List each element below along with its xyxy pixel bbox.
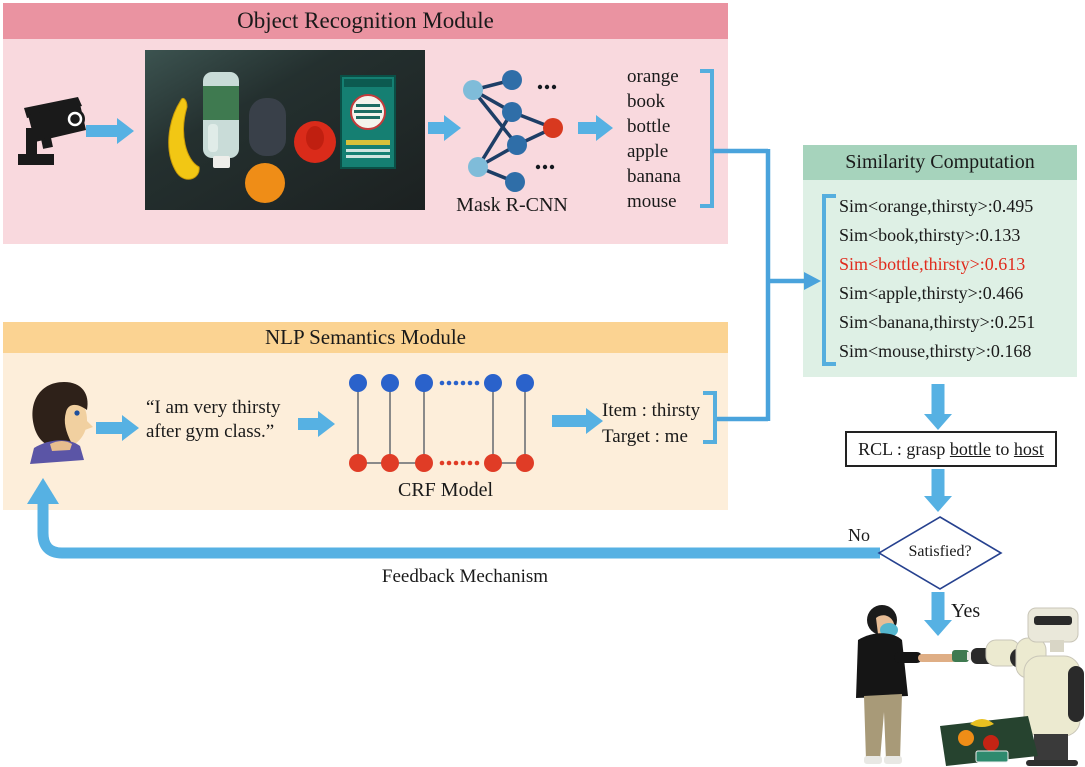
detected-object: banana	[627, 166, 681, 187]
feedback-mechanism-label: Feedback Mechanism	[381, 566, 549, 587]
water-bottle	[203, 72, 239, 168]
rcl-target: host	[1013, 439, 1044, 459]
similarity-row: Sim<banana,thirsty>:0.251	[839, 312, 1036, 332]
crf-observation-nodes	[349, 454, 534, 472]
detected-object: book	[627, 91, 665, 112]
objects-photo	[145, 50, 425, 210]
nlp-output-target: Target : me	[602, 426, 688, 447]
arrow-similarity-to-rcl	[924, 384, 952, 430]
orange	[245, 163, 285, 203]
detected-object: bottle	[627, 116, 671, 137]
utterance-line1: “I am very thirsty	[146, 397, 281, 418]
person-in-photo	[856, 605, 972, 764]
robot-in-photo	[971, 607, 1084, 766]
similarity-computation-box: Similarity Computation	[803, 145, 1077, 377]
decision-yes-label: Yes	[951, 600, 981, 622]
crf-label-nodes	[349, 374, 534, 392]
mask-rcnn-label: Mask R-CNN	[456, 194, 568, 216]
detected-object: orange	[627, 66, 679, 87]
similarity-row-highlighted: Sim<bottle,thirsty>:0.613	[839, 254, 1026, 274]
object-recognition-title: Object Recognition Module	[3, 3, 728, 39]
nlp-semantics-module: NLP Semantics Module	[3, 322, 728, 510]
ellipsis-dots	[535, 84, 557, 170]
similarity-list: Sim<orange,thirsty>:0.495 Sim<book,thirs…	[839, 192, 1035, 366]
similarity-row: Sim<mouse,thirsty>:0.168	[839, 341, 1032, 361]
apple	[294, 121, 336, 163]
decision-question: Satisfied?	[908, 543, 972, 560]
similarity-row: Sim<book,thirsty>:0.133	[839, 225, 1021, 245]
handover-photo	[828, 596, 1085, 767]
nlp-output-item: Item : thirsty	[602, 400, 701, 421]
camera-icon	[12, 88, 92, 177]
crf-model-label: CRF Model	[397, 479, 494, 501]
rcl-object: bottle	[949, 439, 991, 459]
banana	[168, 97, 200, 180]
person-icon	[16, 374, 98, 479]
crf-graph-icon	[335, 363, 570, 493]
detected-object: apple	[627, 141, 669, 162]
bottle-in-hand	[952, 650, 972, 662]
nlp-output: Item : thirsty Target : me	[602, 398, 700, 450]
detected-object: mouse	[627, 191, 677, 212]
detected-object-list: orange book bottle apple banana mouse	[627, 64, 681, 214]
decision-no-label: No	[848, 525, 870, 545]
similarity-row: Sim<orange,thirsty>:0.495	[839, 196, 1034, 216]
crf-edges	[357, 383, 526, 464]
table-in-photo	[940, 716, 1038, 766]
arrow-rcl-to-decision	[924, 469, 952, 512]
similarity-title: Similarity Computation	[803, 145, 1077, 180]
utterance-line2: after gym class.”	[146, 421, 275, 442]
vocabulary-book	[340, 75, 396, 169]
rcl-connector: to	[990, 439, 1014, 459]
rcl-prefix: RCL : grasp	[858, 439, 950, 459]
utterance-text: “I am very thirsty after gym class.”	[146, 396, 281, 444]
mask-rcnn-network-icon	[452, 55, 602, 200]
robot-head	[1027, 607, 1079, 652]
rcl-command-box: RCL : grasp bottle to host	[845, 431, 1057, 467]
nlp-module-title: NLP Semantics Module	[3, 322, 728, 353]
computer-mouse	[249, 98, 286, 156]
similarity-row: Sim<apple,thirsty>:0.466	[839, 283, 1024, 303]
